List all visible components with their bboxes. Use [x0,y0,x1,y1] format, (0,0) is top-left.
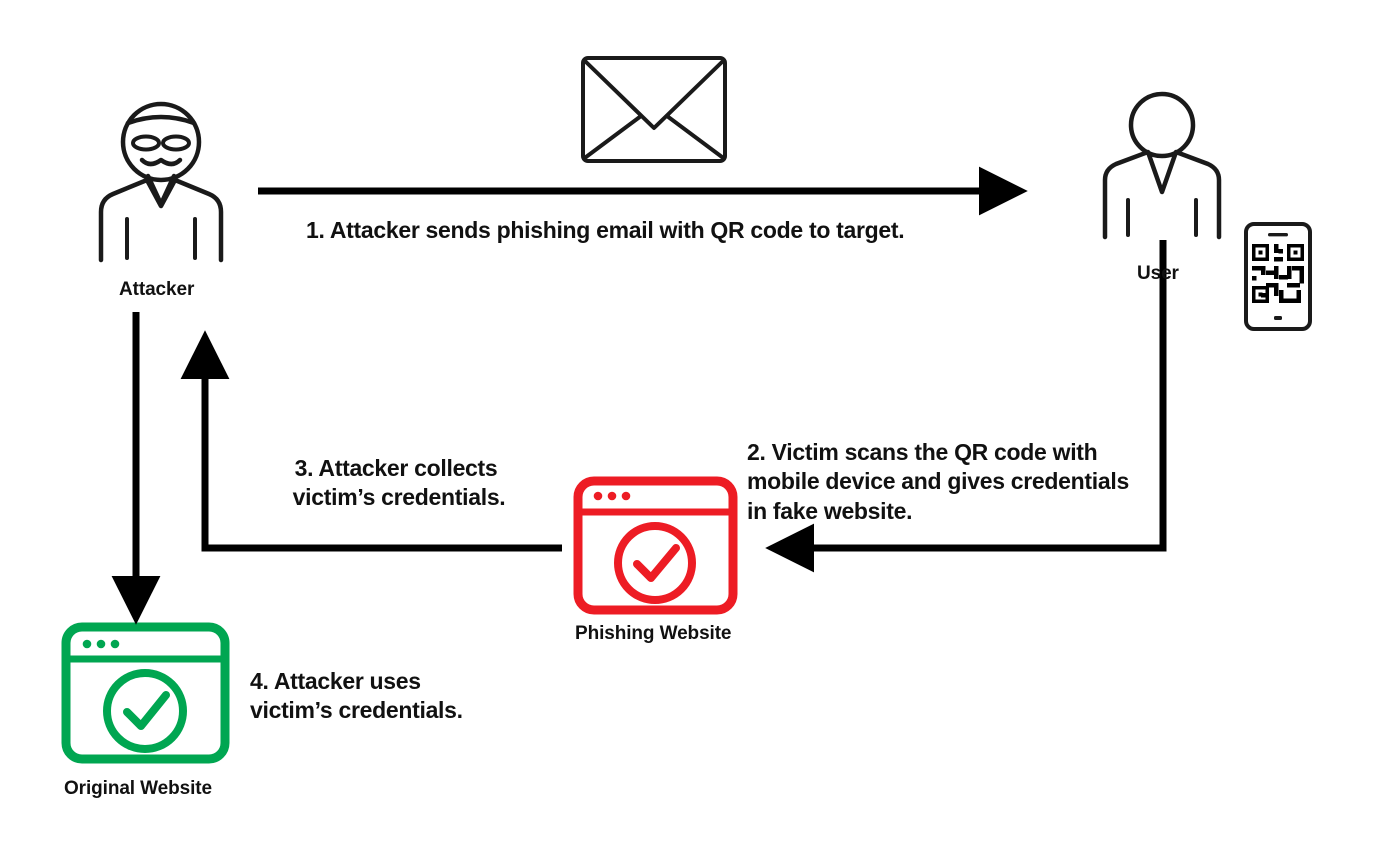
step-2-line-3: in fake website. [747,497,913,524]
phishing-website-icon [573,476,738,615]
step-2-label: 2. Victim scans the QR code with mobile … [747,438,1129,526]
step-3-line-1: 3. Attacker collects [294,455,498,481]
node-label-attacker: Attacker [119,279,195,300]
qr-code-pattern [1252,244,1304,303]
node-label-user: User [1137,263,1179,284]
step-2-line-2: mobile device and gives credentials [747,468,1129,495]
step-4-line-1: 4. Attacker uses [250,668,421,694]
step-1-label: 1. Attacker sends phishing email with QR… [306,217,905,243]
step-3-label: 3. Attacker collects victim’s credential… [282,454,510,513]
node-label-phishing-website: Phishing Website [575,623,732,644]
arrow-2-user-to-phishing [765,240,1167,573]
envelope-icon [581,56,727,163]
person-icon [1102,91,1222,240]
original-website-icon [61,622,230,764]
step-4-label: 4. Attacker uses victim’s credentials. [250,667,463,726]
step-4-line-2: victim’s credentials. [250,697,463,724]
node-label-original-website: Original Website [64,778,212,799]
hacker-person-icon [98,101,224,263]
smartphone-qr-code-icon [1244,222,1312,331]
step-2-line-1: 2. Victim scans the QR code with [747,439,1098,465]
arrow-3-phishing-to-attacker [180,330,562,552]
step-3-line-2: victim’s credentials. [286,484,506,511]
